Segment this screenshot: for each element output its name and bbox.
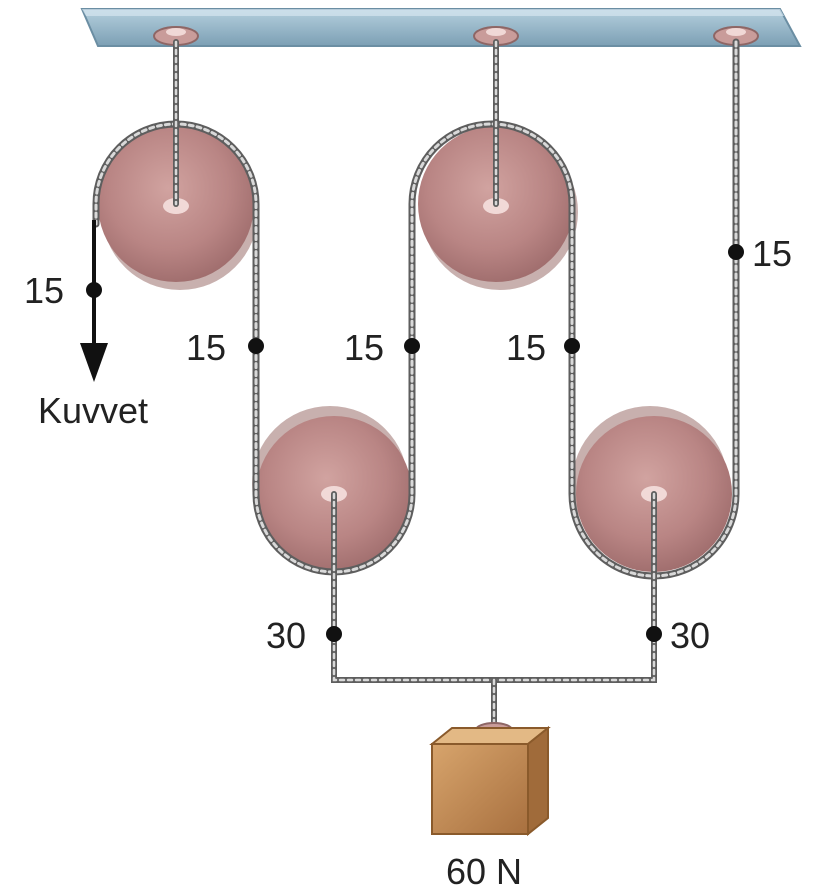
tension-label-left-drop: 15 [186, 327, 226, 368]
tension-marker-left-drop [248, 338, 264, 354]
weight-label: 60 N [446, 851, 522, 892]
tension-label-right-rope: 15 [752, 233, 792, 274]
tension-marker-left-free [86, 282, 102, 298]
tension-marker-mid-right [564, 338, 580, 354]
tension-marker-bottom-left [326, 626, 342, 642]
rope-network [92, 38, 740, 731]
tension-label-mid-left: 15 [344, 327, 384, 368]
tension-label-left-free: 15 [24, 270, 64, 311]
tension-marker-mid-left [404, 338, 420, 354]
movable-pulley-right [572, 406, 732, 572]
force-label: Kuvvet [38, 390, 148, 431]
tension-label-bottom-left: 30 [266, 615, 306, 656]
tension-marker-bottom-right [646, 626, 662, 642]
ceiling-bar [80, 8, 802, 47]
force-arrow [80, 220, 108, 382]
ceiling-mount-middle [473, 26, 519, 46]
weight-box [429, 725, 551, 837]
ceiling-mount-left [153, 26, 199, 46]
tension-label-bottom-right: 30 [670, 615, 710, 656]
tension-label-mid-right: 15 [506, 327, 546, 368]
tension-marker-right-rope [728, 244, 744, 260]
